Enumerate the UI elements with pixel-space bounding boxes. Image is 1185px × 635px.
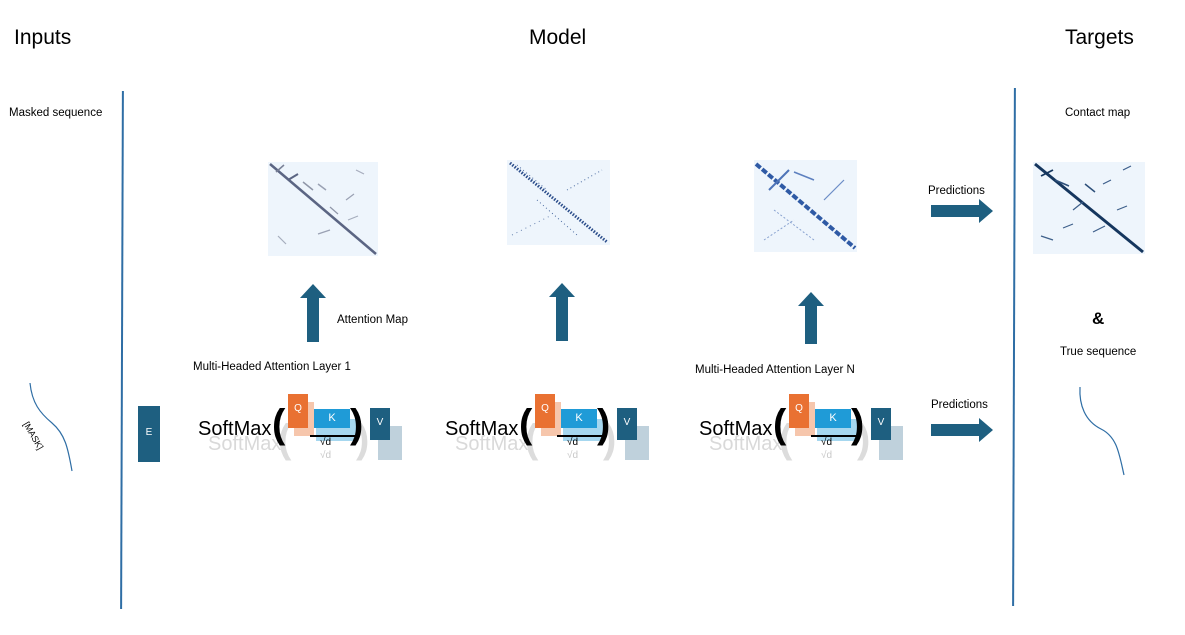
up-arrow-3	[798, 292, 824, 344]
embedding-block: E	[138, 406, 160, 462]
sqrt-d: √d	[567, 437, 579, 448]
softmax-block-1: SoftMax ( ) √d SoftMax ( Q K √d ) V	[198, 388, 428, 468]
targets-heading: Targets	[1065, 26, 1134, 49]
contact-map-plot	[1034, 162, 1144, 254]
masked-sequence-label: Masked sequence	[9, 107, 103, 119]
softmax-block-n: SoftMax ( ) √d SoftMax ( Q K √d ) V	[699, 388, 929, 468]
k-block: K	[815, 409, 851, 428]
softmax-text: SoftMax	[445, 418, 519, 440]
model-heading: Model	[529, 26, 587, 49]
sqrt-d: √d	[320, 437, 332, 448]
v-block: V	[871, 408, 891, 440]
v-block: V	[370, 408, 390, 440]
sqrt-ghost: √d	[320, 450, 332, 461]
up-arrow-2	[549, 283, 575, 341]
right-arrow-top	[931, 199, 993, 223]
attention-map-1-plot	[269, 163, 377, 255]
predictions-label-bottom: Predictions	[931, 399, 988, 411]
attention-map-n-plot	[754, 162, 857, 250]
right-arrow-bottom	[931, 418, 993, 442]
v-block: V	[617, 408, 637, 440]
k-block: K	[561, 409, 597, 428]
softmax-ghost-text: SoftMax	[208, 433, 282, 455]
attention-map-layer-1	[268, 162, 378, 256]
contact-map	[1033, 162, 1145, 254]
softmax-ghost-text: SoftMax	[455, 433, 529, 455]
predictions-label-top: Predictions	[928, 185, 985, 197]
attention-map-layer-n	[754, 160, 857, 252]
attention-map-2-plot	[509, 161, 608, 244]
attention-map-layer-2	[507, 160, 610, 245]
masked-sequence-curve	[29, 382, 73, 472]
up-arrow-1	[300, 284, 326, 342]
k-block: K	[314, 409, 350, 428]
attention-map-label: Attention Map	[337, 314, 408, 326]
softmax-text: SoftMax	[198, 418, 272, 440]
layer-1-label: Multi-Headed Attention Layer 1	[193, 361, 351, 373]
true-sequence-curve	[1079, 386, 1125, 476]
softmax-block-2: SoftMax ( ) √d SoftMax ( Q K √d ) V	[445, 388, 675, 468]
sqrt-d: √d	[821, 437, 833, 448]
softmax-text: SoftMax	[699, 418, 773, 440]
q-block: Q	[789, 394, 809, 428]
layer-n-label: Multi-Headed Attention Layer N	[695, 364, 855, 376]
sqrt-ghost: √d	[567, 450, 579, 461]
sqrt-ghost: √d	[821, 450, 833, 461]
softmax-ghost-text: SoftMax	[709, 433, 783, 455]
contact-map-label: Contact map	[1065, 107, 1131, 119]
q-block: Q	[288, 394, 308, 428]
ampersand: &	[1092, 309, 1105, 328]
inputs-heading: Inputs	[14, 26, 72, 49]
true-sequence-label: True sequence	[1060, 346, 1137, 358]
q-block: Q	[535, 394, 555, 428]
inputs-model-divider	[120, 90, 124, 610]
model-targets-divider	[1012, 87, 1016, 607]
